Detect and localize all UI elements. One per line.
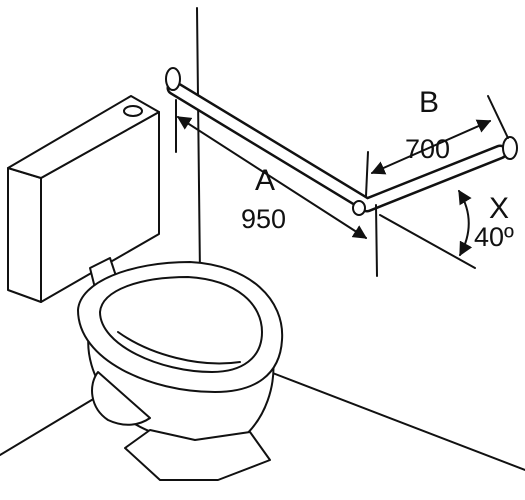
toilet-trap [91,371,151,426]
rail-flange-corner [352,200,366,216]
grab-rail [165,67,518,216]
angle-arc-arrow [458,189,473,257]
wall-corner-line [196,7,201,276]
angle-reference-line [379,214,476,269]
label-x-letter: X [489,192,509,225]
label-b-value: 700 [405,134,450,164]
flush-button-icon [123,105,143,117]
dimension-b [365,95,509,197]
dim-a-extension-right [375,204,378,277]
dim-b-extension-left [365,151,369,197]
dim-a-arrow [176,116,368,239]
rail-flange-right [502,136,518,160]
dimension-x [379,189,476,269]
toilet-base [124,429,271,481]
label-a-value: 950 [241,204,286,234]
toilet-pan [77,257,284,481]
lid-edge-line [117,331,241,365]
dimension-a [175,99,378,277]
label-x-value: 40º [474,222,514,252]
label-b-letter: B [419,86,439,119]
cistern [7,95,160,303]
dim-b-arrow [370,119,492,175]
floor-line-right [269,371,525,471]
label-a-letter: A [255,164,275,197]
dim-b-extension-right [487,95,509,139]
toilet-lid [99,276,263,373]
rail-flange-left [165,67,181,91]
floor-line-left [0,397,96,456]
